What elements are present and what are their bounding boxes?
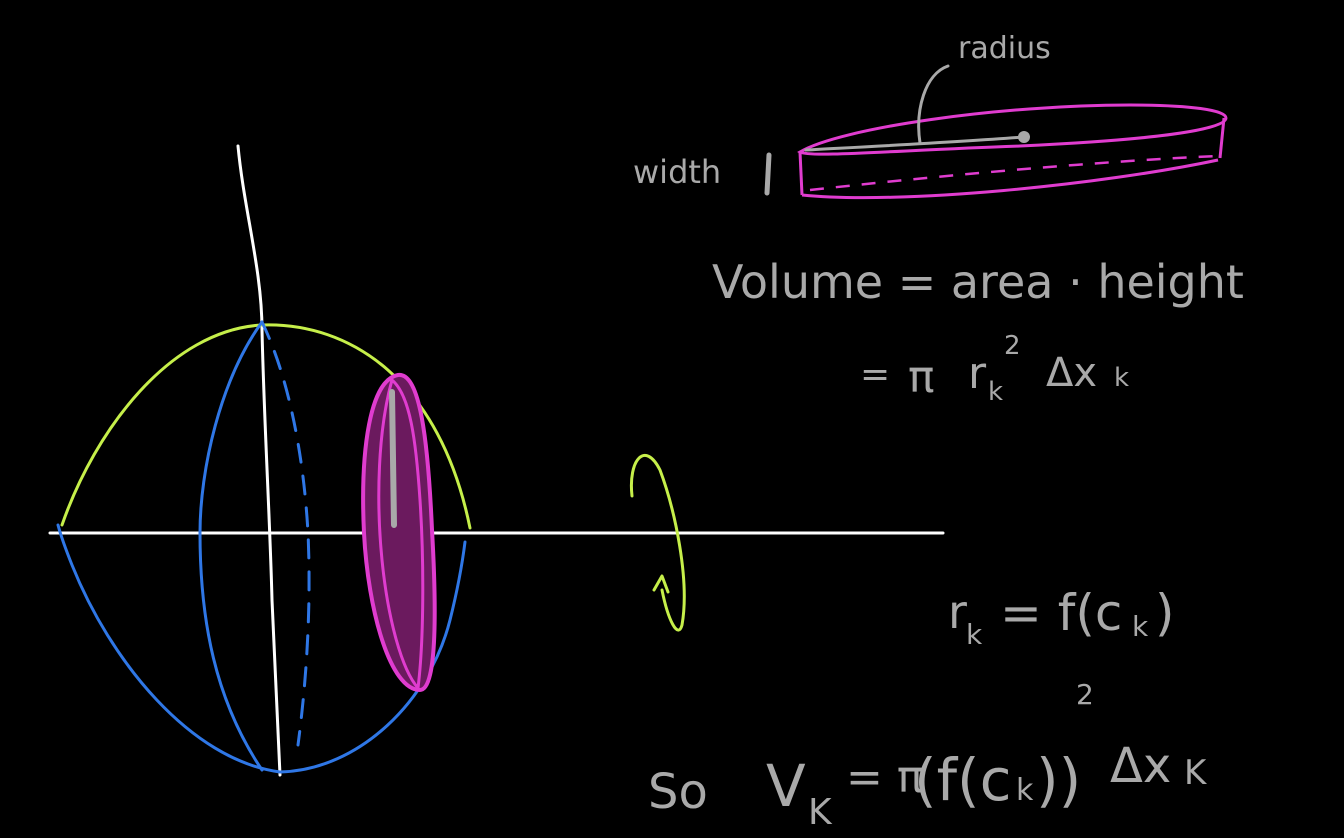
reflected-curve — [56, 523, 467, 774]
cross-section-front — [198, 320, 264, 772]
pi-line-pi: π — [908, 352, 935, 403]
vk-close: )) — [1036, 746, 1081, 814]
vk-body: (f(c — [914, 746, 1012, 814]
rk-line-sub: k — [966, 618, 983, 651]
disk-side-right — [1218, 117, 1226, 159]
vk-sub: K — [808, 792, 833, 833]
radius-leader — [917, 64, 950, 145]
vk-sub2: k — [1016, 773, 1034, 808]
disk-radius-line — [804, 135, 1026, 152]
disk-center-dot — [1018, 131, 1030, 143]
width-mark — [764, 152, 772, 196]
vk-dx-sub: K — [1184, 753, 1208, 793]
pi-line-r-sub: k — [988, 377, 1003, 407]
cross-section-back — [260, 320, 311, 747]
disk-bottom-dashed — [809, 154, 1219, 192]
pi-line-dx: Δx — [1046, 350, 1097, 396]
disk-radius-mark — [389, 389, 397, 528]
disk-slice-fill — [361, 373, 437, 693]
vk-dx: Δx — [1110, 738, 1171, 794]
vk-V: V — [766, 752, 806, 820]
disk-top-ellipse — [797, 103, 1228, 156]
rotation-arrow — [629, 454, 686, 632]
width-label: width — [633, 153, 721, 191]
rk-line-r: r — [948, 585, 967, 639]
disk-side-left — [798, 151, 804, 196]
pi-line-r: r — [968, 348, 987, 399]
y-axis — [236, 144, 282, 777]
pi-line-equals: = — [860, 354, 890, 395]
rk-line-sub2: k — [1132, 610, 1149, 643]
vk-sup: 2 — [1076, 678, 1094, 711]
radius-label: radius — [958, 31, 1051, 66]
pi-line-r-sup: 2 — [1004, 331, 1021, 361]
rk-line-rest: = f(c — [1000, 584, 1122, 642]
so-label: So — [648, 764, 708, 820]
vk-equals-pi: = π — [846, 752, 923, 803]
disk-bottom — [801, 158, 1219, 200]
disk-slice-inner — [377, 377, 425, 692]
rk-line-close: ) — [1155, 584, 1175, 642]
volume-formula: Volume = area · height — [712, 255, 1244, 309]
pi-line-dx-sub: k — [1114, 363, 1129, 393]
